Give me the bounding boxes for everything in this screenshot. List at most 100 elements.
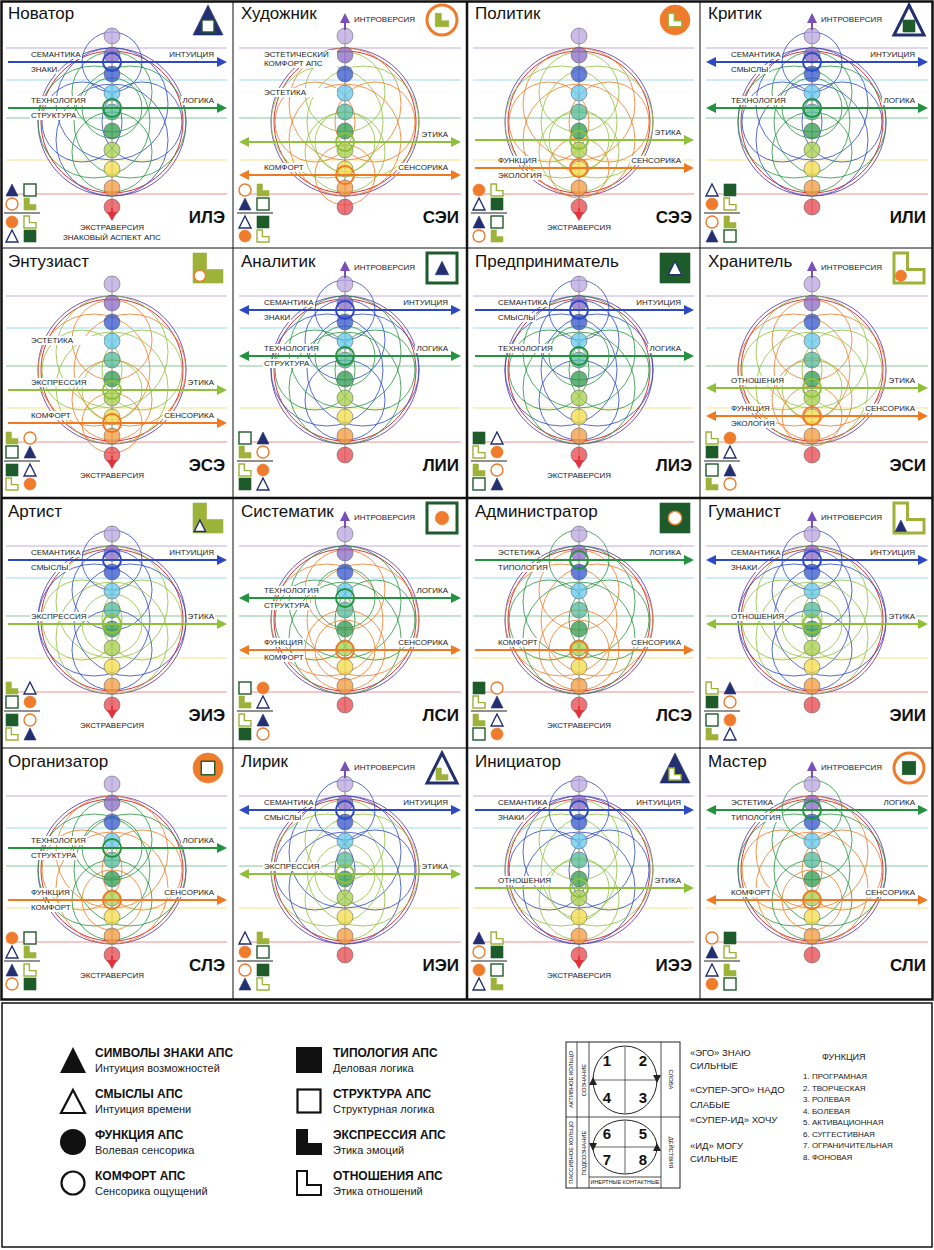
- outer-frame: [2, 2, 933, 1000]
- aspect-dot: [804, 833, 820, 849]
- ring-label: ПОДСОЗНАНИЕ: [577, 1117, 589, 1188]
- aspect-dot: [337, 526, 353, 542]
- type-code: СЭИ: [423, 208, 459, 228]
- axis-label: ИНТРОВЕРСИЯ: [353, 263, 416, 272]
- model-divider: [4, 710, 40, 711]
- aspect-ring: [336, 133, 354, 151]
- model-symbol: [491, 946, 503, 958]
- introversion-arrowhead: [807, 261, 817, 271]
- type-code: ЛИИ: [423, 456, 459, 476]
- aspect-dot: [337, 447, 353, 463]
- aspect-arrowhead: [239, 137, 249, 147]
- aspect-dot: [104, 583, 120, 599]
- aspect-arrow: [8, 422, 219, 424]
- model-symbol: [724, 946, 736, 958]
- type-icon-inner: [902, 761, 916, 775]
- note-text: 2. ТВОРЧЕСКАЯ: [803, 1084, 866, 1094]
- aspect-dot: [804, 295, 820, 311]
- aspect-arrowhead: [918, 103, 928, 113]
- type-icon-inner: [668, 511, 682, 525]
- axis-label: ИНТРОВЕРСИЯ: [353, 15, 416, 24]
- aspect-arrow: [247, 309, 453, 311]
- axis-label: ТИПОЛОГИЯ: [497, 563, 549, 572]
- model-symbol: [239, 714, 251, 726]
- aspect-dot: [104, 814, 120, 830]
- axis-label: ЭСТЕТИЧЕСКИЙ КОМФОРТ АПС: [263, 50, 337, 68]
- aspect-arrowhead: [239, 170, 249, 180]
- axis-label: СЕНСОРИКА: [397, 638, 449, 647]
- model-symbol: [473, 464, 485, 476]
- aspect-dot: [337, 28, 353, 44]
- orbit-circle: [74, 814, 186, 926]
- axis-label: ЭТИКА: [187, 378, 215, 387]
- model-symbol: [6, 216, 18, 228]
- model-symbol: [6, 728, 18, 740]
- aspect-ring: [103, 891, 121, 909]
- legend-symbol: [61, 1090, 85, 1113]
- aspect-dot: [337, 697, 353, 713]
- legend-title: КОМФОРТ АПС: [95, 1169, 186, 1183]
- extraversion-arrowhead: [574, 212, 584, 221]
- axis-label: ИНТРОВЕРСИЯ: [353, 763, 416, 772]
- legend-title: ОТНОШЕНИЯ АПС: [333, 1169, 443, 1183]
- type-code: ЛСЭ: [656, 706, 692, 726]
- ring-model-line: [577, 1042, 578, 1188]
- model-symbol: [24, 184, 36, 196]
- model-symbol: [239, 946, 251, 958]
- model-divider: [471, 460, 507, 461]
- introversion-arrowhead: [807, 13, 817, 23]
- legend-description: Интуиция возможностей: [95, 1062, 220, 1075]
- aspect-arrowhead: [706, 57, 716, 67]
- axis-label: КОМФОРТ: [30, 903, 72, 912]
- type-icon-inner: [669, 768, 681, 780]
- aspect-arrowhead: [239, 869, 249, 879]
- axis-label: СЕНСОРИКА: [163, 411, 215, 420]
- model-divider: [704, 460, 740, 461]
- axis-label: ЭСТЕТИКА: [730, 798, 774, 807]
- aspect-dot: [337, 85, 353, 101]
- aspect-dot: [804, 276, 820, 292]
- model-symbol: [473, 432, 485, 444]
- axis-label: ЛОГИКА: [648, 344, 682, 353]
- aspect-ring: [803, 551, 821, 569]
- type-icon-inner: [435, 13, 449, 27]
- aspect-dot: [337, 123, 353, 139]
- type-name: Хранитель: [708, 251, 792, 272]
- model-symbol: [706, 198, 718, 210]
- aspect-arrow: [475, 809, 686, 811]
- axis-label: ТЕХНОЛОГИЯ: [30, 836, 87, 845]
- axis-label: СМЫСЛЫ: [730, 65, 769, 74]
- model-symbol: [706, 184, 718, 196]
- aspect-dot: [104, 371, 120, 387]
- aspect-dot: [804, 428, 820, 444]
- aspect-ring: [803, 53, 821, 71]
- note-text: 8. ФОНОВАЯ: [803, 1153, 852, 1163]
- model-symbol: [6, 230, 18, 242]
- model-symbol: [473, 728, 485, 740]
- axis-label: ЭКСТРАВЕРСИЯ: [546, 721, 612, 730]
- axis-label: СЕНСОРИКА: [864, 888, 916, 897]
- axis-label: ФУНКЦИЯ: [30, 888, 71, 897]
- aspect-ring: [103, 53, 121, 71]
- aspect-arrow: [247, 141, 453, 143]
- model-symbol: [6, 446, 18, 458]
- type-code: ЛСИ: [423, 706, 459, 726]
- model-symbol: [6, 184, 18, 196]
- type-name: Инициатор: [475, 751, 561, 772]
- axis-label: ЭКСТРАВЕРСИЯ: [79, 971, 145, 980]
- aspect-arrowhead: [217, 843, 227, 853]
- model-symbol: [257, 964, 269, 976]
- axis-label: ЭКОЛОГИЯ: [730, 419, 776, 428]
- model-symbol: [491, 478, 503, 490]
- type-icon: [427, 503, 457, 533]
- model-symbol: [6, 714, 18, 726]
- model-symbol: [706, 714, 718, 726]
- aspect-ring: [336, 166, 354, 184]
- type-cell: ПолитикЭТИКАФУНКЦИЯЭКОЛОГИЯСЕНСОРИКАЭКСТ…: [467, 0, 700, 248]
- type-name: Организатор: [8, 751, 108, 772]
- axis-label: ЗНАКИ: [497, 813, 525, 822]
- aspect-dot: [337, 428, 353, 444]
- aspect-arrowhead: [706, 103, 716, 113]
- type-code: ЭИИ: [889, 706, 926, 726]
- note-text: «СУПЕР-ЭГО» НАДО: [690, 1084, 785, 1096]
